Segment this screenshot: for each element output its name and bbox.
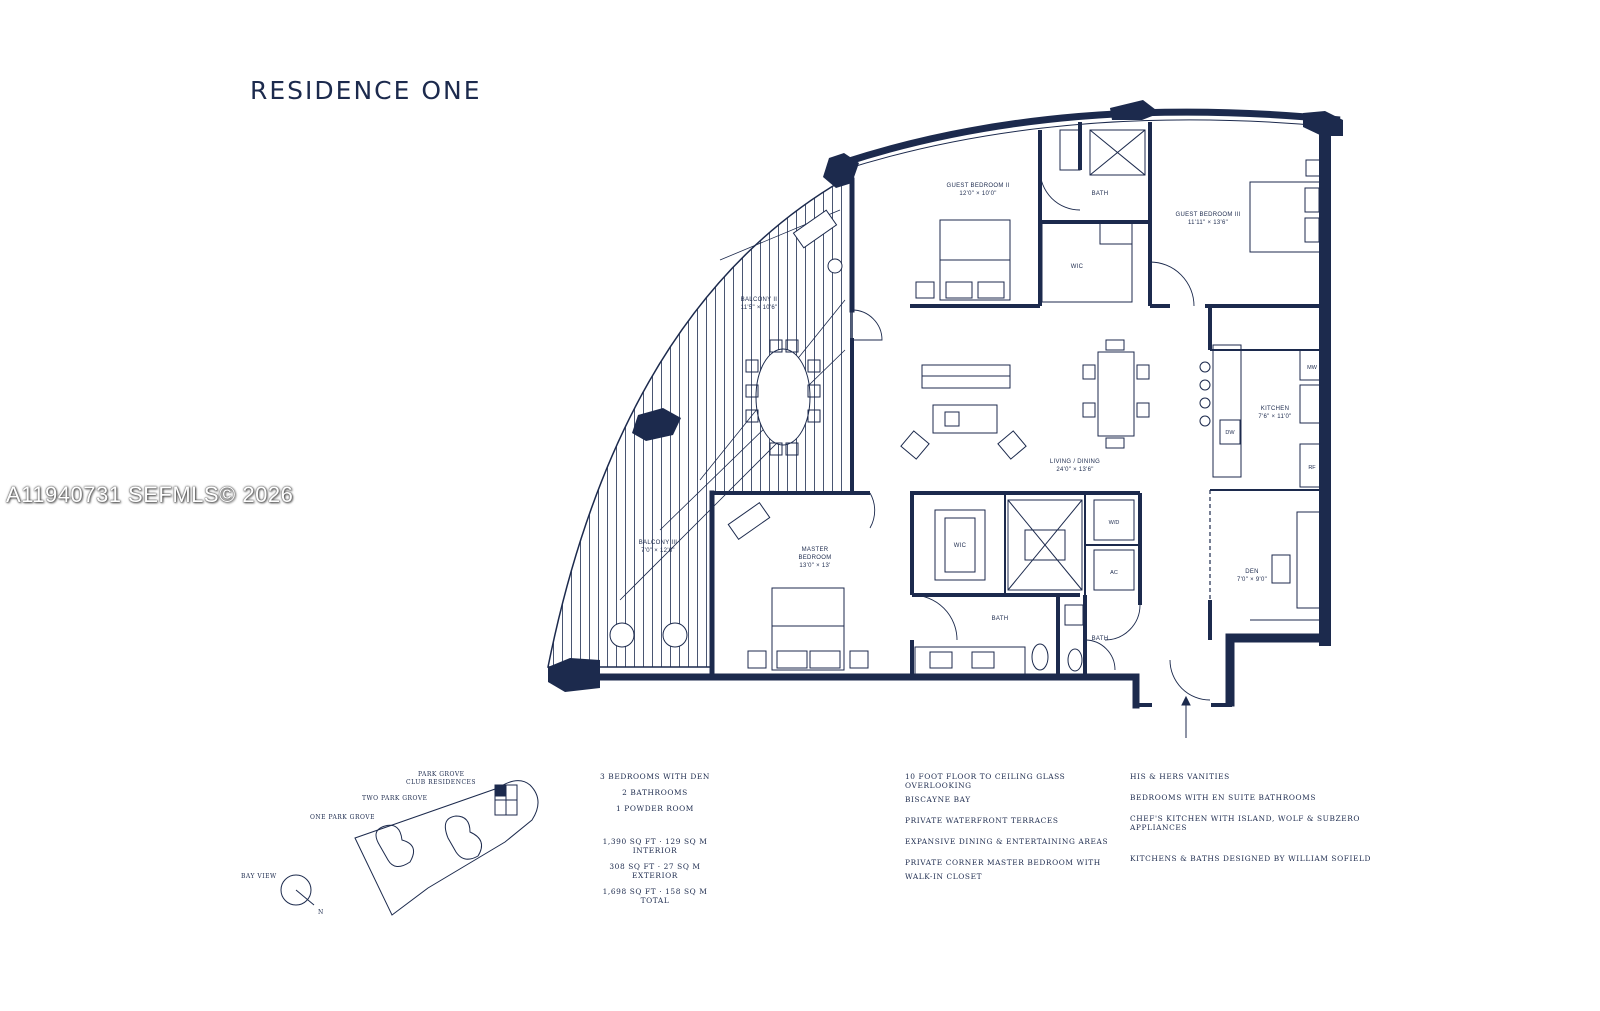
label-balcony-3: BALCONY III [639, 540, 678, 546]
feature-glass-2: BISCAYNE BAY [905, 795, 971, 804]
label-bath-master: BATH [992, 616, 1009, 622]
floor-plan-title: RESIDENCE ONE [250, 76, 482, 105]
column-top-mid [1110, 100, 1160, 120]
label-living-dining: LIVING / DINING [1050, 459, 1100, 465]
label-den: DEN [1245, 569, 1259, 575]
dims-balcony-3: 7'0" × 12'6" [641, 548, 675, 554]
label-master-bedroom: BEDROOM [798, 555, 831, 561]
dims-master-bedroom: 13'0" × 13' [799, 563, 830, 569]
label-guest-bedroom-2: GUEST BEDROOM II [946, 183, 1009, 189]
feature-suites: BEDROOMS WITH EN SUITE BATHROOMS [1130, 793, 1317, 802]
site-label-park-grove: PARK GROVE [418, 771, 465, 778]
features-column-1: 10 FOOT FLOOR TO CEILING GLASS OVERLOOKI… [905, 772, 1115, 888]
feature-kitchen: CHEF'S KITCHEN WITH ISLAND, WOLF & SUBZE… [1130, 814, 1361, 832]
feature-designer: KITCHENS & BATHS DESIGNED BY WILLIAM SOF… [1130, 854, 1371, 863]
site-label-bay-view: BAY VIEW [241, 873, 277, 880]
dims-guest-bedroom-2: 12'0" × 10'0" [959, 191, 996, 197]
summary-bathrooms: 2 BATHROOMS [622, 788, 688, 797]
feature-vanities: HIS & HERS VANITIES [1130, 772, 1230, 781]
label-balcony-2: BALCONY II [741, 297, 778, 303]
feature-dining: EXPANSIVE DINING & ENTERTAINING AREAS [905, 837, 1109, 846]
label-master: MASTER [802, 547, 829, 553]
feature-master-1: PRIVATE CORNER MASTER BEDROOM WITH [905, 858, 1101, 867]
site-label-two-park-grove: TWO PARK GROVE [362, 795, 428, 802]
north-label: N [318, 909, 324, 916]
label-rf: RF [1308, 465, 1316, 471]
feature-master-2: WALK-IN CLOSET [905, 872, 983, 881]
summary-powder: 1 POWDER ROOM [616, 804, 694, 813]
label-wic-master: WIC [954, 543, 967, 549]
dims-guest-bedroom-3: 11'11" × 13'6" [1188, 220, 1228, 226]
label-guest-bedroom-3: GUEST BEDROOM III [1176, 212, 1241, 218]
column-left [632, 408, 681, 441]
dims-den: 7'0" × 9'0" [1237, 577, 1267, 583]
listing-watermark: A11940731 SEFMLS© 2026 [6, 482, 294, 507]
summary-exterior: 308 SQ FT · 27 SQ M EXTERIOR [609, 862, 701, 880]
summary-bedrooms: 3 BEDROOMS WITH DEN [600, 772, 710, 781]
label-mw: MW [1307, 365, 1318, 371]
column-bottom-left [548, 658, 600, 692]
balcony-deck [547, 179, 853, 668]
curved-glass-wall [841, 108, 1341, 167]
label-ac: AC [1110, 570, 1118, 576]
site-label-one-park-grove: ONE PARK GROVE [310, 814, 375, 821]
site-label-club-residences: CLUB RESIDENCES [406, 779, 476, 786]
dims-balcony-2: 11'5" × 10'6" [741, 305, 778, 311]
features-column-2: HIS & HERS VANITIES BEDROOMS WITH EN SUI… [1130, 772, 1390, 870]
feature-terraces: PRIVATE WATERFRONT TERRACES [905, 816, 1059, 825]
summary-interior: 1,390 SQ FT · 129 SQ M INTERIOR [602, 837, 708, 855]
label-wic-top: WIC [1071, 264, 1084, 270]
label-dw: DW [1225, 430, 1235, 436]
label-kitchen: KITCHEN [1261, 406, 1289, 412]
label-bath-top: BATH [1092, 191, 1109, 197]
label-bath-powder: BATH [1092, 636, 1109, 642]
summary-total: 1,698 SQ FT · 158 SQ M TOTAL [602, 887, 708, 905]
label-wd: W/D [1109, 520, 1120, 526]
summary-column: 3 BEDROOMS WITH DEN 2 BATHROOMS 1 POWDER… [590, 772, 720, 912]
dims-kitchen: 7'6" × 11'0" [1258, 414, 1291, 420]
dims-living-dining: 24'0" × 13'6" [1056, 467, 1093, 473]
site-plan [280, 780, 539, 916]
feature-glass-1: 10 FOOT FLOOR TO CEILING GLASS OVERLOOKI… [905, 772, 1066, 790]
